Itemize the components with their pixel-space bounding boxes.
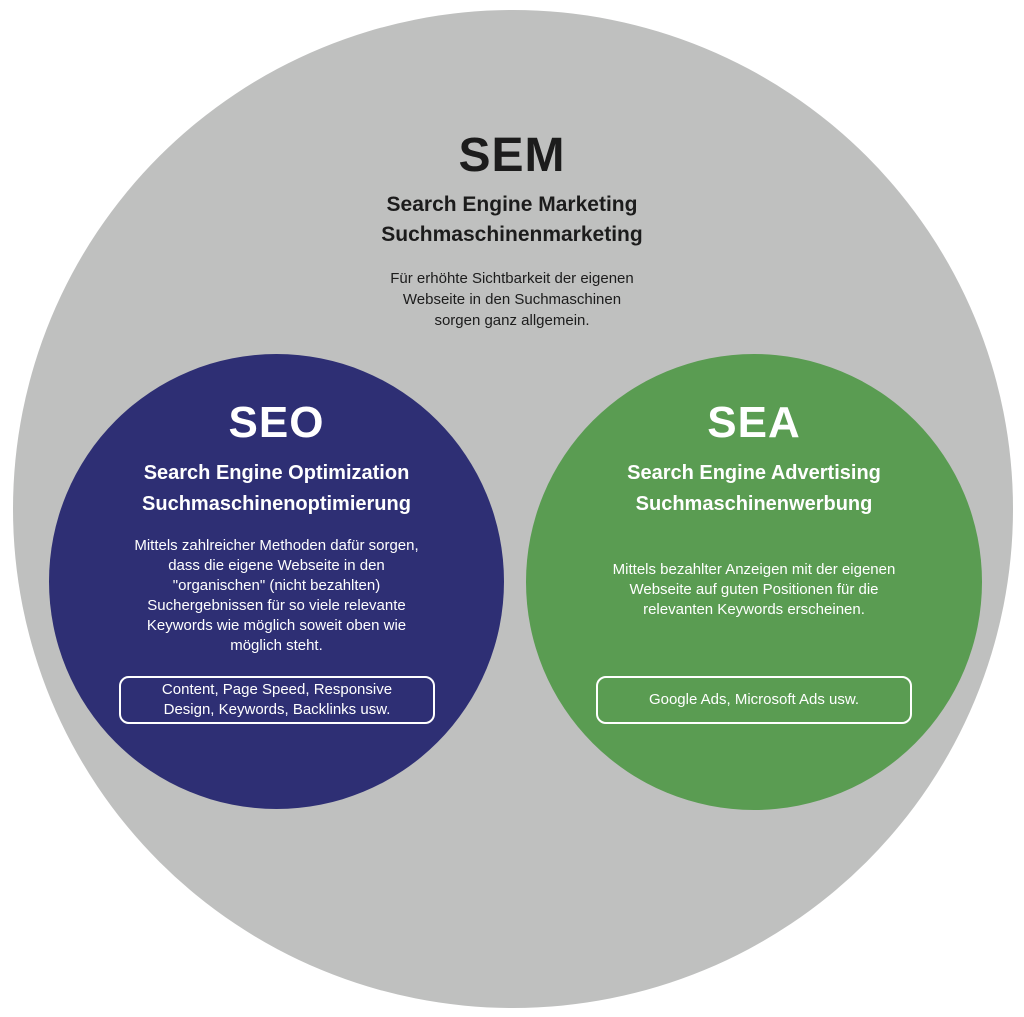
seo-description-line: Mittels zahlreicher Methoden dafür sorge… [134, 537, 419, 554]
sem-description-line: Webseite in den Suchmaschinen [402, 291, 622, 308]
seo-description-line: Suchergebnissen für so viele relevante [147, 597, 406, 614]
seo-description: Mittels zahlreicher Methoden dafür sorge… [89, 536, 464, 656]
sea-circle: SEA Search Engine Advertising Suchmaschi… [526, 354, 982, 810]
sem-description-line: sorgen ganz allgemein. [434, 312, 590, 329]
sem-subtitle-de: Suchmaschinenmarketing [381, 223, 643, 246]
seo-examples-line: Content, Page Speed, Responsive [161, 681, 393, 698]
sea-description-line: relevanten Keywords erscheinen. [643, 601, 865, 618]
seo-examples-line: Design, Keywords, Backlinks usw. [163, 701, 391, 718]
sea-description-line: Webseite auf guten Positionen für die [629, 581, 879, 598]
sem-description-line: Für erhöhte Sichtbarkeit der eigenen [390, 270, 634, 287]
seo-circle: SEO Search Engine Optimization Suchmasch… [49, 354, 504, 809]
seo-examples-box: Content, Page Speed, Responsive Design, … [119, 676, 435, 724]
sea-examples-line: Google Ads, Microsoft Ads usw. [648, 691, 860, 708]
seo-description-line: Keywords wie möglich soweit oben wie [146, 617, 407, 634]
sea-description-line: Mittels bezahlter Anzeigen mit der eigen… [612, 561, 896, 578]
sea-title: SEA [707, 398, 801, 447]
seo-title: SEO [228, 398, 325, 447]
sea-subtitle-en: Search Engine Advertising [627, 462, 881, 484]
sem-title: SEM [458, 129, 566, 182]
sea-description: Mittels bezahlter Anzeigen mit der eigen… [566, 560, 942, 620]
seo-description-line: möglich steht. [230, 637, 323, 654]
seo-subtitle: Search Engine Optimization Suchmaschinen… [49, 458, 504, 520]
sem-subtitle-en: Search Engine Marketing [386, 193, 638, 216]
sea-subtitle: Search Engine Advertising Suchmaschinenw… [526, 458, 982, 520]
sem-subtitle: Search Engine Marketing Suchmaschinenmar… [0, 190, 1024, 250]
sea-examples-box: Google Ads, Microsoft Ads usw. [596, 676, 912, 724]
seo-subtitle-de: Suchmaschinenoptimierung [142, 493, 411, 515]
seo-description-line: "organischen" (nicht bezahlten) [172, 577, 381, 594]
seo-description-line: dass die eigene Webseite in den [168, 557, 385, 574]
sem-description: Für erhöhte Sichtbarkeit der eigenen Web… [0, 268, 1024, 331]
seo-subtitle-en: Search Engine Optimization [143, 462, 410, 484]
sea-subtitle-de: Suchmaschinenwerbung [635, 493, 873, 515]
